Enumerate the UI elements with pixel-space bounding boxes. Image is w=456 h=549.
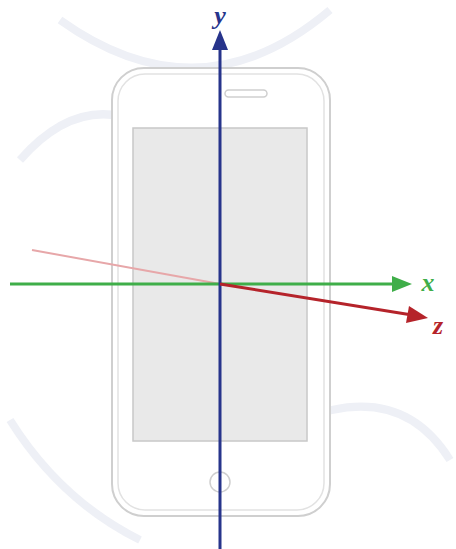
z-axis-back: [32, 250, 220, 284]
x-arrowhead: [392, 276, 412, 292]
z-axis: [220, 284, 412, 315]
x-axis-label: x: [422, 270, 435, 296]
z-arrowhead: [406, 306, 428, 323]
y-axis: [219, 46, 222, 549]
x-axis: [10, 283, 396, 286]
y-arrowhead: [212, 30, 228, 50]
watermark: [10, 10, 450, 540]
y-axis-label: y: [214, 3, 226, 29]
speaker-slot: [225, 90, 267, 97]
z-axis-label: z: [433, 313, 443, 339]
